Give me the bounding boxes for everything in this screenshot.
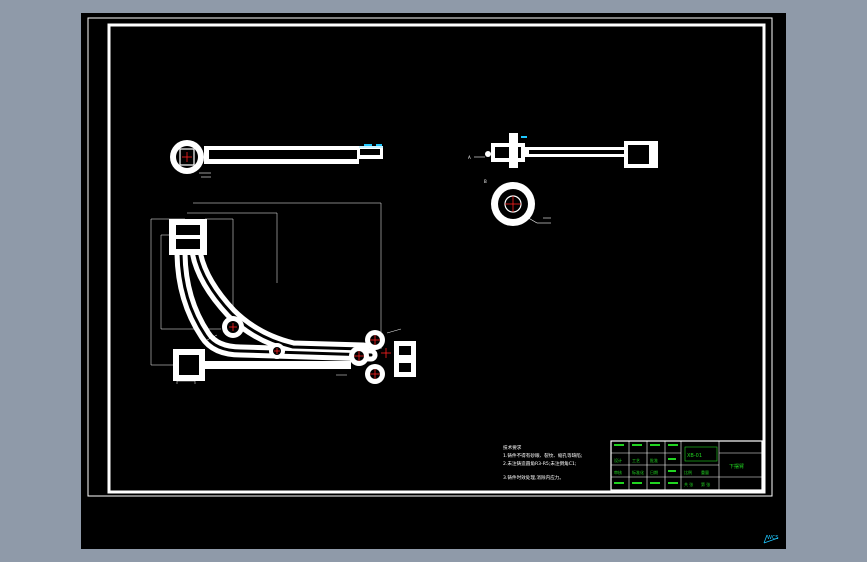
tb-cell-8: 重量 <box>701 469 709 475</box>
tb-cell-1: 设计 <box>614 457 622 463</box>
notes-line-3: 3.铸件时效处理,消除内应力。 <box>503 474 564 481</box>
tb-cell-6: 日期 <box>650 469 658 475</box>
tb-cell-3: 工艺 <box>632 458 640 463</box>
outer-border <box>87 17 773 497</box>
cad-viewport[interactable]: A B 技术要求 1.铸件不得有砂眼、裂纹、缩孔等缺陷; 2.未注铸造圆角R3-… <box>81 13 786 549</box>
tb-cell-4: 标准化 <box>632 469 644 475</box>
ucs-label: WCS <box>767 535 779 541</box>
ucs-icon: WCS <box>763 534 779 544</box>
technical-notes: 技术要求 1.铸件不得有砂眼、裂纹、缩孔等缺陷; 2.未注铸造圆角R3-R5;未… <box>503 444 583 481</box>
title-block: XB-01 下摆臂 设计 审核 工艺 标准化 批准 日期 比例 重量 共 张 第… <box>610 440 763 491</box>
drawing-number: XB-01 <box>687 453 702 459</box>
part-name: 下摆臂 <box>729 463 744 470</box>
view-top-left <box>170 140 383 178</box>
tb-cell-5: 批准 <box>650 457 658 463</box>
tb-cell-10: 第 张 <box>701 481 710 487</box>
notes-line-1: 1.铸件不得有砂眼、裂纹、缩孔等缺陷; <box>503 452 583 459</box>
tb-cell-9: 共 张 <box>684 481 693 487</box>
notes-line-2: 2.未注铸造圆角R3-R5;未注倒角C1; <box>503 460 577 467</box>
inner-border <box>107 23 766 494</box>
notes-heading: 技术要求 <box>503 444 522 451</box>
cad-drawing: A B 技术要求 1.铸件不得有砂眼、裂纹、缩孔等缺陷; 2.未注铸造圆角R3-… <box>87 17 779 544</box>
section-label-b: B <box>484 179 487 184</box>
tb-cell-7: 比例 <box>684 469 692 475</box>
tb-cell-2: 审核 <box>614 469 622 475</box>
view-main <box>150 202 416 384</box>
section-label-a: A <box>468 155 471 160</box>
view-top-right <box>474 133 658 226</box>
